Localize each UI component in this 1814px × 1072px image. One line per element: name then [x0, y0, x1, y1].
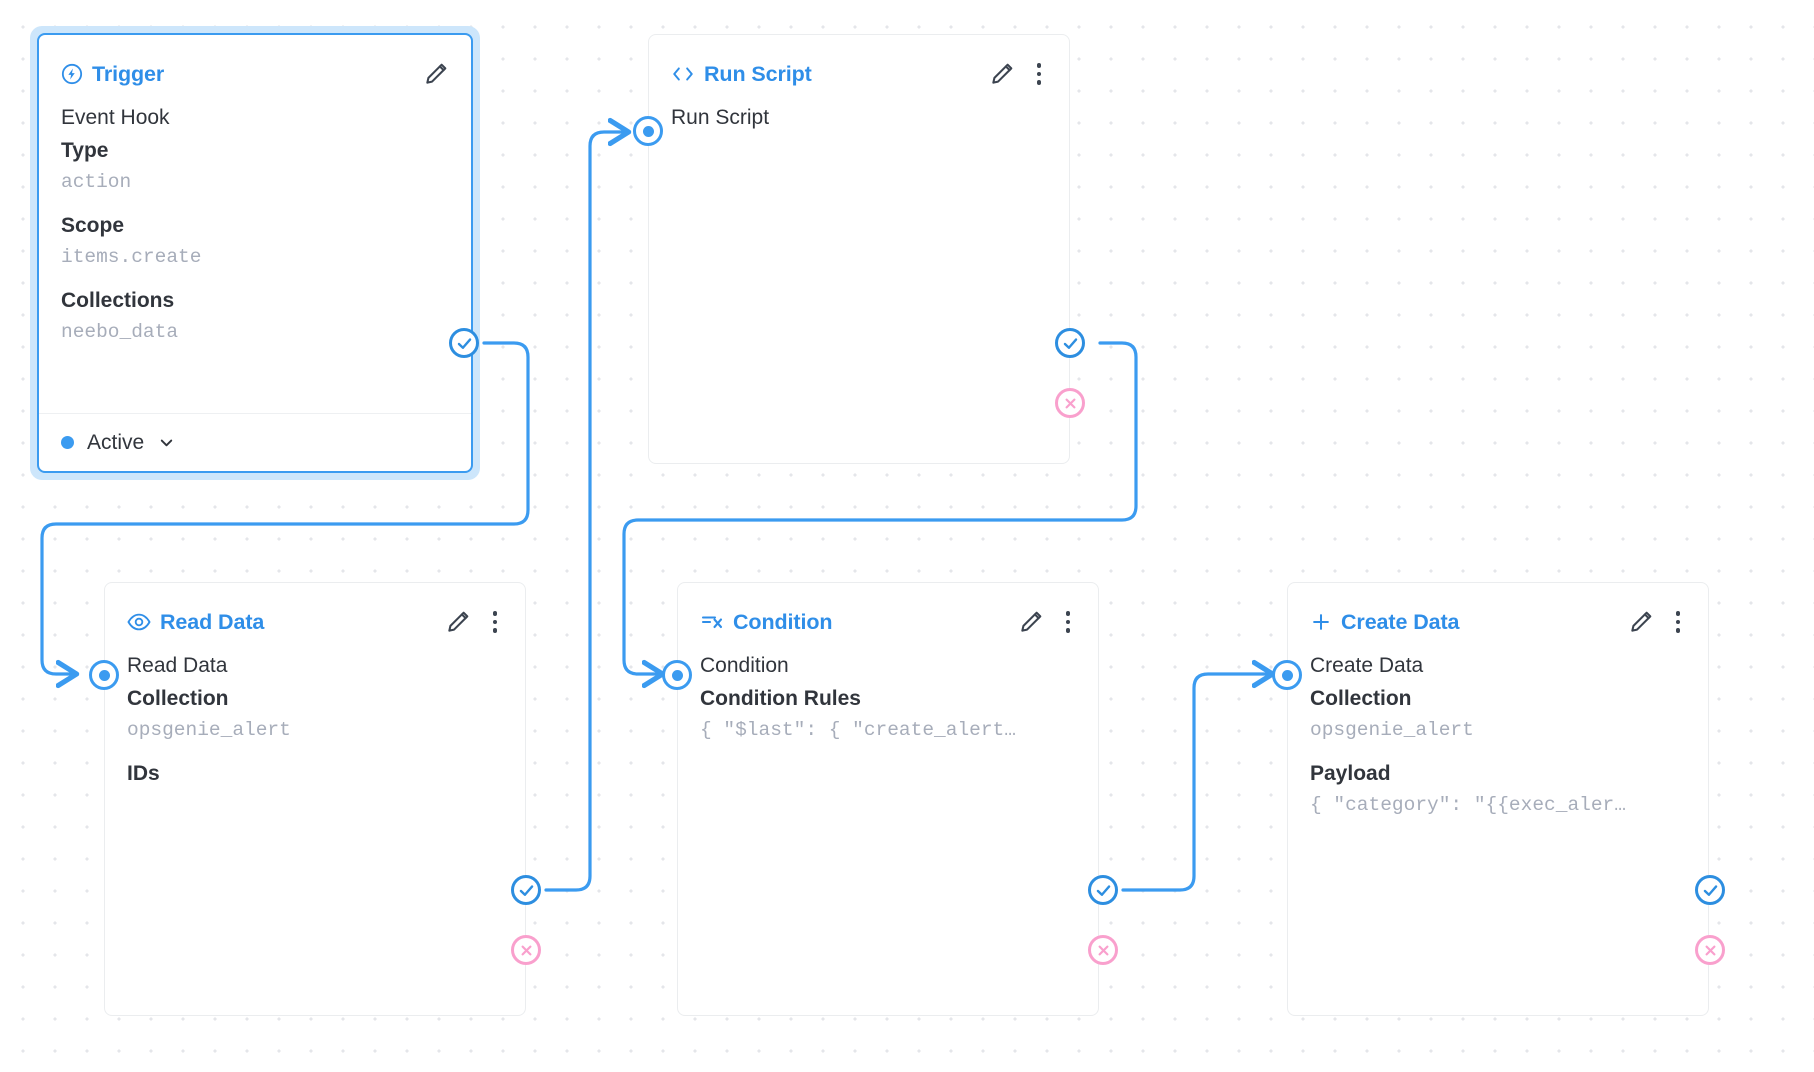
chevron-down-icon	[157, 433, 176, 452]
node-create-data[interactable]: Create Data Create Data Collection opsge…	[1287, 582, 1709, 1016]
field-label-collection: Collection	[1310, 687, 1412, 710]
field-label-condition-rules: Condition Rules	[700, 687, 861, 710]
wire-read-data-to-run-script	[544, 132, 628, 892]
node-condition-title: Condition	[733, 609, 833, 634]
node-condition-input-port[interactable]	[662, 660, 692, 690]
node-trigger-actions	[423, 61, 449, 87]
node-run-script-input-port[interactable]	[633, 116, 663, 146]
node-read-data-subtitle: Read Data	[127, 654, 228, 677]
node-run-script-subtitle: Run Script	[671, 106, 770, 129]
eye-icon	[127, 612, 151, 632]
condition-icon	[700, 611, 724, 633]
node-condition-body: Condition Condition Rules { "$last": { "…	[678, 639, 1098, 746]
node-run-script-title-group: Run Script	[671, 62, 812, 87]
edit-pencil-icon[interactable]	[1628, 609, 1654, 635]
node-condition-actions	[1018, 608, 1077, 636]
field-value-payload: { "category": "{{exec_aler…	[1310, 794, 1626, 816]
code-brackets-icon	[671, 64, 695, 84]
node-trigger[interactable]: Trigger Event Hook Type action Scope	[30, 26, 480, 480]
edit-pencil-icon[interactable]	[445, 609, 471, 635]
node-trigger-body: Event Hook Type action Scope items.creat…	[39, 91, 471, 348]
node-read-data-error-port[interactable]	[511, 935, 541, 965]
node-read-data-success-port[interactable]	[511, 875, 541, 905]
node-create-data-success-port[interactable]	[1695, 875, 1725, 905]
more-vertical-icon[interactable]	[487, 608, 504, 636]
wire-condition-to-create-data	[1121, 674, 1272, 892]
field-value-collection: opsgenie_alert	[1310, 719, 1474, 741]
edit-pencil-icon[interactable]	[989, 61, 1015, 87]
field-value-collection: opsgenie_alert	[127, 719, 291, 741]
node-read-data-header: Read Data	[105, 583, 525, 639]
edit-pencil-icon[interactable]	[423, 61, 449, 87]
more-vertical-icon[interactable]	[1031, 60, 1048, 88]
field-label-scope: Scope	[61, 214, 125, 237]
node-trigger-title-group: Trigger	[61, 62, 164, 87]
node-condition-subtitle: Condition	[700, 654, 789, 677]
field-value-type: action	[61, 171, 132, 193]
field-value-condition-rules: { "$last": { "create_alert…	[700, 719, 1016, 741]
node-create-data-body: Create Data Collection opsgenie_alert Pa…	[1288, 639, 1708, 821]
node-create-data-title-group: Create Data	[1310, 609, 1460, 635]
node-condition-title-group: Condition	[700, 609, 833, 635]
node-read-data-body: Read Data Collection opsgenie_alert IDs	[105, 639, 525, 790]
node-run-script-body: Run Script	[649, 91, 1069, 134]
status-dot-icon	[61, 436, 74, 449]
node-create-data-input-port[interactable]	[1272, 660, 1302, 690]
node-run-script-header: Run Script	[649, 35, 1069, 91]
node-create-data-subtitle: Create Data	[1310, 654, 1424, 677]
node-trigger-footer: Active	[39, 413, 471, 471]
node-create-data-actions	[1628, 608, 1687, 636]
node-run-script-error-port[interactable]	[1055, 388, 1085, 418]
field-label-type: Type	[61, 139, 109, 162]
more-vertical-icon[interactable]	[1060, 608, 1077, 636]
node-trigger-title: Trigger	[92, 61, 165, 86]
node-read-data-input-port[interactable]	[89, 660, 119, 690]
node-create-data-header: Create Data	[1288, 583, 1708, 639]
field-value-collections: neebo_data	[61, 321, 179, 343]
edit-pencil-icon[interactable]	[1018, 609, 1044, 635]
field-value-scope: items.create	[61, 246, 202, 268]
node-condition-header: Condition	[678, 583, 1098, 639]
more-vertical-icon[interactable]	[1670, 608, 1687, 636]
node-condition-error-port[interactable]	[1088, 935, 1118, 965]
field-label-collection: Collection	[127, 687, 229, 710]
status-dropdown[interactable]: Active	[61, 431, 176, 455]
node-read-data[interactable]: Read Data Read Data Collection opsgenie_…	[104, 582, 526, 1016]
field-label-collections: Collections	[61, 289, 175, 312]
node-run-script-success-port[interactable]	[1055, 328, 1085, 358]
node-trigger-header: Trigger	[39, 35, 471, 91]
node-condition-success-port[interactable]	[1088, 875, 1118, 905]
bolt-circle-icon	[61, 63, 83, 85]
plus-icon	[1310, 611, 1332, 633]
node-run-script-actions	[989, 60, 1048, 88]
field-label-payload: Payload	[1310, 762, 1391, 785]
node-run-script[interactable]: Run Script Run Script	[648, 34, 1070, 464]
field-label-ids: IDs	[127, 762, 160, 785]
node-run-script-title: Run Script	[704, 61, 812, 86]
node-read-data-title: Read Data	[160, 609, 265, 634]
node-read-data-title-group: Read Data	[127, 610, 264, 635]
node-create-data-title: Create Data	[1341, 609, 1460, 634]
node-trigger-subtitle: Event Hook	[61, 106, 170, 129]
node-trigger-success-port[interactable]	[449, 328, 479, 358]
node-create-data-error-port[interactable]	[1695, 935, 1725, 965]
node-condition[interactable]: Condition Condition Condition Rules { "$…	[677, 582, 1099, 1016]
node-read-data-actions	[445, 608, 504, 636]
status-label: Active	[87, 430, 145, 454]
